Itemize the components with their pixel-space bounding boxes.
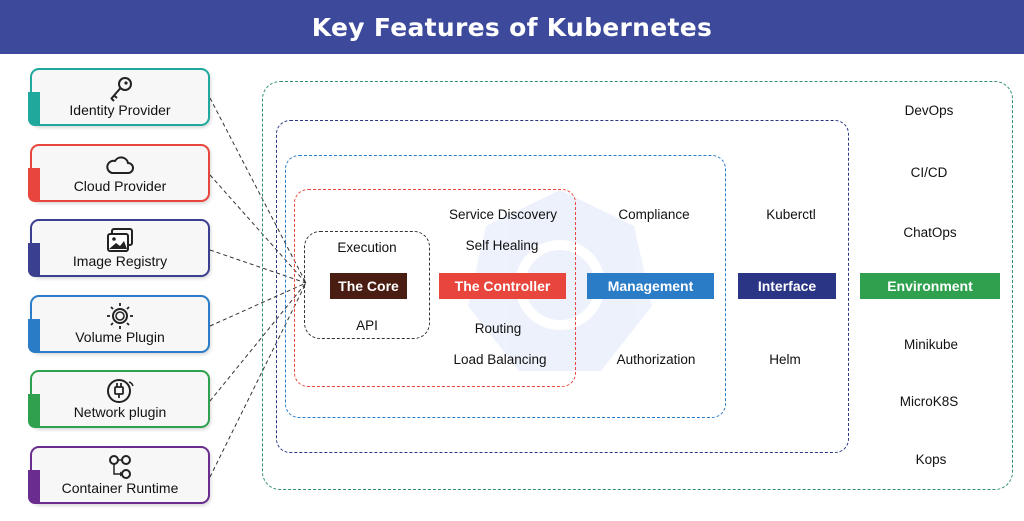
controller-label: The Controller [454,278,551,294]
card-accent [28,319,40,353]
controller-feature-self-healing: Self Healing [465,238,539,253]
controller-boundary [294,189,576,387]
connector-volume [209,282,307,327]
environment-label: Environment [887,278,973,294]
gears-icon [109,455,131,479]
card-label: Cloud Provider [73,178,167,194]
environment-item-chatops: ChatOps [903,225,957,240]
environment-item-devops: DevOps [904,103,954,118]
management-feature-authorization: Authorization [616,352,696,367]
management-boundary [285,155,726,418]
management-feature-compliance: Compliance [618,207,690,222]
controller-feature-routing: Routing [474,321,522,336]
image-gallery-icon [107,228,133,252]
card-label: Container Runtime [61,480,179,496]
plugin-card-volume-plugin: Volume Plugin [28,295,210,353]
card-accent [28,470,40,504]
environment-item-microk8s: MicroK8S [899,394,959,409]
core-pill: The Core [330,273,407,299]
environment-item-cicd: CI/CD [910,165,948,180]
connector-network [209,282,307,402]
plugin-card-image-registry: Image Registry [28,219,210,277]
core-label: The Core [338,278,399,294]
interface-feature-kuberctl: Kuberctl [766,207,816,222]
plug-icon [107,379,134,403]
card-accent [28,394,40,428]
interface-label: Interface [757,278,817,294]
controller-feature-load-balancing: Load Balancing [453,352,547,367]
controller-feature-service-discovery: Service Discovery [448,207,558,222]
environment-item-kops: Kops [915,452,947,467]
environment-boundary [262,81,1013,490]
connector-runtime [209,282,307,478]
key-icon [110,77,132,102]
header-banner: Key Features of Kubernetes [0,0,1024,54]
card-label: Identity Provider [69,102,171,118]
plugin-card-network-plugin: Network plugin [28,370,210,428]
card-label: Volume Plugin [75,329,165,345]
interface-pill: Interface [738,273,836,299]
diagram-title: Key Features of Kubernetes [311,12,713,42]
card-accent [28,243,40,277]
plugin-card-identity-provider: Identity Provider [28,68,210,126]
plugin-card-cloud-provider: Cloud Provider [28,144,210,202]
core-feature-execution: Execution [337,240,397,255]
card-accent [28,92,40,126]
core-feature-api: API [356,318,378,333]
card-label: Image Registry [72,253,168,269]
card-accent [28,168,40,202]
connector-cloud [209,174,307,284]
core-boundary [304,231,430,339]
connector-registry [209,249,307,284]
management-pill: Management [587,273,714,299]
interface-boundary [276,120,849,453]
interface-feature-helm: Helm [769,352,801,367]
cloud-icon [106,156,134,174]
environment-pill: Environment [860,273,1000,299]
card-label: Network plugin [73,404,167,420]
management-label: Management [607,278,694,294]
plugin-card-container-runtime: Container Runtime [28,446,210,504]
environment-item-minikube: Minikube [903,337,959,352]
controller-pill: The Controller [439,273,566,299]
volume-sun-icon [107,303,133,329]
